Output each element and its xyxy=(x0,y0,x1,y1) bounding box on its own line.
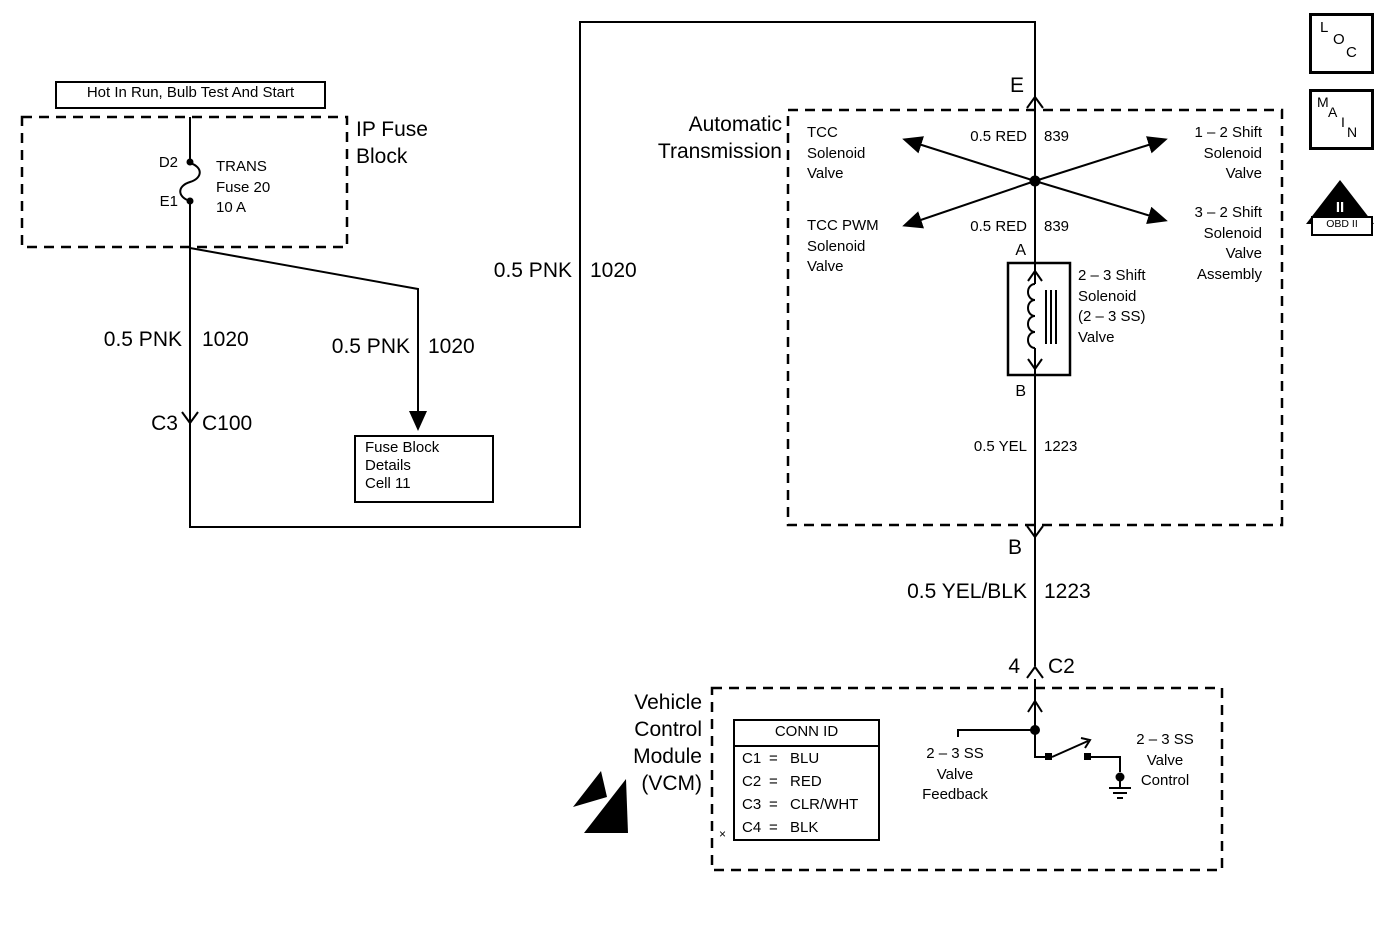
fuse-info: TRANS Fuse 20 10 A xyxy=(216,158,271,216)
connector-pin-b: B xyxy=(1007,536,1022,559)
wire-circuit-pnk-branch: 1020 xyxy=(428,335,475,358)
conn-row-c4: C4 = BLK xyxy=(735,816,878,839)
fuse-element xyxy=(179,162,201,202)
conn-id: C3 xyxy=(742,796,762,813)
fuse-pin-e1: E1 xyxy=(159,193,178,210)
feed-arrow-3-2-shift xyxy=(1034,180,1168,224)
wire-color-pnk-left: 0.5 PNK xyxy=(103,328,182,351)
fuse-terminal-bottom xyxy=(186,197,194,205)
wire-color-pnk-branch: 0.5 PNK xyxy=(331,335,410,358)
conn-row-c1: C1 = BLU xyxy=(735,747,878,770)
fuse-terminal-top xyxy=(186,158,194,166)
conn-id-header: CONN ID xyxy=(735,721,878,747)
vcm-junction-dot xyxy=(1030,725,1040,735)
loc-letter-l: L xyxy=(1320,19,1329,36)
conn-color: BLU xyxy=(790,750,820,767)
vcm-outline xyxy=(710,686,1224,872)
connector-name-c2: C2 xyxy=(1048,655,1075,678)
vcm-up-arrow xyxy=(1027,699,1043,713)
main-letter-m: M xyxy=(1317,94,1329,110)
conn-id: C1 xyxy=(742,750,762,767)
conn-id: C4 xyxy=(742,819,762,836)
obd2-mark: II xyxy=(1335,199,1345,216)
wire-circuit-pnk-left: 1020 xyxy=(202,328,249,351)
splice-dot xyxy=(1029,175,1041,187)
conn-color: CLR/WHT xyxy=(790,796,859,813)
feed-arrow-tcc xyxy=(902,136,1036,182)
switch-contact-right xyxy=(1084,753,1091,760)
feedback-tap-wire xyxy=(957,729,1035,737)
switch-contact-left xyxy=(1045,753,1052,760)
loc-icon: L O C xyxy=(1309,13,1374,74)
wire-circuit-yelblk: 1223 xyxy=(1044,580,1091,603)
conn-id-table: CONN ID C1 = BLU C2 = RED C3 = CLR/WHT C4 = BLK xyxy=(733,719,880,841)
power-source-label: Hot In Run, Bulb Test And Start xyxy=(55,81,326,109)
switch-arm xyxy=(1051,740,1089,758)
wire-color-pnk-main: 0.5 PNK xyxy=(493,259,572,282)
wire-circuit-red-upper: 839 xyxy=(1044,128,1070,145)
connector-pin-c3: C3 xyxy=(151,412,178,435)
shift-1-2-label: 1 – 2 Shift Solenoid Valve xyxy=(1194,124,1262,182)
connector-c2-chevron xyxy=(1026,665,1044,679)
solenoid-top-arrow xyxy=(1027,269,1043,282)
feed-arrow-1-2-shift xyxy=(1034,136,1168,182)
conn-color: BLK xyxy=(790,819,819,836)
wire-pnk-main xyxy=(189,21,1036,528)
obd2-icon: II OBD II xyxy=(1303,180,1377,236)
footnote-mark: × xyxy=(719,827,727,841)
loc-letter-o: O xyxy=(1333,31,1345,48)
tcc-pwm-label: TCC PWM Solenoid Valve xyxy=(807,217,879,275)
shift-3-2-label: 3 – 2 Shift Solenoid Valve Assembly xyxy=(1194,204,1262,283)
wire-pnk-branch xyxy=(189,247,427,431)
conn-eq: = xyxy=(769,773,778,790)
connector-e-chevron xyxy=(1026,95,1044,109)
ground-dot xyxy=(1115,772,1125,782)
ip-fuse-block-title: IP Fuse Block xyxy=(356,118,428,168)
fuse-pin-d2: D2 xyxy=(158,154,178,171)
switch-feed-wire xyxy=(1034,730,1045,758)
wire-color-yel: 0.5 YEL xyxy=(973,438,1027,455)
connector-pin-e: E xyxy=(1009,74,1024,97)
connector-name-c100: C100 xyxy=(202,412,253,435)
terminal-b-inner-label: B xyxy=(1015,383,1026,400)
conn-eq: = xyxy=(769,819,778,836)
esd-warning-icon xyxy=(573,771,628,833)
wire-color-yelblk: 0.5 YEL/BLK xyxy=(907,580,1027,603)
switch-arm-arrow xyxy=(1080,737,1092,749)
solenoid-box xyxy=(1006,261,1072,377)
control-wire xyxy=(1091,756,1121,772)
fuse-block-details-ref: Fuse Block Details Cell 11 xyxy=(354,435,494,503)
wire-circuit-pnk-main: 1020 xyxy=(590,259,637,282)
conn-eq: = xyxy=(769,750,778,767)
feed-arrow-tcc-pwm xyxy=(902,180,1036,229)
transmission-title: Automatic Transmission xyxy=(657,113,782,163)
conn-eq: = xyxy=(769,796,778,813)
control-label: 2 – 3 SS Valve Control xyxy=(1136,731,1194,789)
tcc-solenoid-valve-label: TCC Solenoid Valve xyxy=(807,124,866,182)
main-letter-a: A xyxy=(1328,104,1338,120)
conn-row-c2: C2 = RED xyxy=(735,770,878,793)
connector-pin-4: 4 xyxy=(1008,655,1020,678)
ip-fuse-block-outline xyxy=(20,115,349,249)
main-letter-n: N xyxy=(1347,124,1358,140)
main-icon: M A I N xyxy=(1309,89,1374,150)
conn-color: RED xyxy=(790,773,822,790)
terminal-a-label: A xyxy=(1015,242,1026,259)
obd2-label: OBD II xyxy=(1311,216,1373,236)
wire-circuit-yel: 1223 xyxy=(1044,438,1078,455)
connector-c100-chevron xyxy=(181,411,199,425)
conn-row-c3: C3 = CLR/WHT xyxy=(735,793,878,816)
wire-circuit-red-lower: 839 xyxy=(1044,218,1070,235)
solenoid-coil xyxy=(1027,283,1036,349)
wire-color-red-upper: 0.5 RED xyxy=(970,128,1027,145)
conn-id: C2 xyxy=(742,773,762,790)
wire-color-red-lower: 0.5 RED xyxy=(970,218,1027,235)
feedback-label: 2 – 3 SS Valve Feedback xyxy=(922,745,988,803)
main-letter-i: I xyxy=(1341,114,1345,130)
shift-2-3-solenoid-label: 2 – 3 Shift Solenoid (2 – 3 SS) Valve xyxy=(1078,267,1146,346)
loc-letter-c: C xyxy=(1346,44,1357,61)
vcm-title: Vehicle Control Module (VCM) xyxy=(633,691,702,795)
